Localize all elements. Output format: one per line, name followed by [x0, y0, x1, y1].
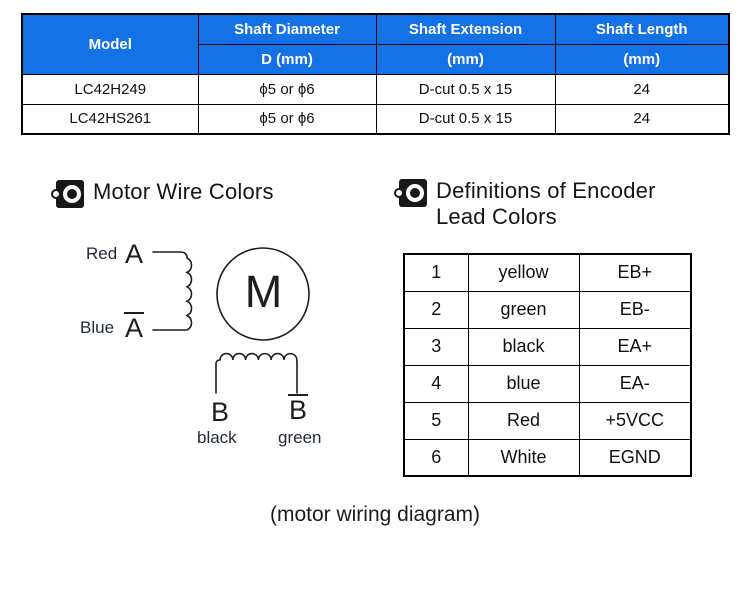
spec-col-shaft-extension: Shaft Extension — [375, 13, 556, 45]
spec-subcol-extension-unit: (mm) — [375, 43, 556, 75]
encoder-signal: EGND — [578, 438, 692, 477]
encoder-pin: 5 — [403, 401, 469, 440]
phase-a-bar-terminal-label: A — [124, 312, 145, 343]
encoder-table-row: 3 black EA+ — [403, 327, 692, 366]
spec-subcol-diameter-unit: D (mm) — [197, 43, 377, 75]
encoder-title-line2: Lead Colors — [436, 204, 557, 229]
motor-wire-colors-title: Motor Wire Colors — [93, 179, 274, 204]
phase-a-coil-path — [152, 251, 193, 331]
encoder-wire-color: blue — [467, 364, 580, 403]
spec-col-shaft-diameter: Shaft Diameter — [197, 13, 377, 45]
spec-subcol-length-unit: (mm) — [554, 43, 730, 75]
encoder-wire-color: green — [467, 290, 580, 329]
encoder-pin: 6 — [403, 438, 469, 477]
encoder-signal: EA- — [578, 364, 692, 403]
encoder-pin: 1 — [403, 253, 469, 292]
encoder-pin: 3 — [403, 327, 469, 366]
spec-col-model: Model — [21, 13, 199, 75]
spec-col-shaft-length: Shaft Length — [554, 13, 730, 45]
bullseye-icon — [394, 179, 427, 207]
phase-a-bar-wire-color-label: Blue — [80, 318, 115, 337]
encoder-signal: EA+ — [578, 327, 692, 366]
spec-cell-extension: D-cut 0.5 x 15 — [375, 73, 556, 105]
spec-cell-diameter: ϕ5 or ϕ6 — [197, 73, 377, 105]
spec-cell-diameter: ϕ5 or ϕ6 — [197, 103, 377, 135]
shaft-spec-table: Model Shaft Diameter Shaft Extension Sha… — [21, 13, 730, 135]
phase-a-wire-color-label: Red — [86, 244, 118, 263]
spec-header-row-2: D (mm) (mm) (mm) — [22, 43, 730, 75]
spec-cell-length: 24 — [554, 103, 730, 135]
encoder-table-row: 5 Red +5VCC — [403, 401, 692, 440]
spec-cell-model: LC42HS261 — [21, 103, 199, 135]
encoder-lead-colors-heading: Definitions of Encoder Lead Colors — [394, 178, 656, 230]
encoder-signal: EB+ — [578, 253, 692, 292]
spec-table-row: LC42H249 ϕ5 or ϕ6 D-cut 0.5 x 15 24 — [21, 73, 730, 105]
encoder-pin: 2 — [403, 290, 469, 329]
encoder-lead-table: 1 yellow EB+ 2 green EB- 3 black EA+ 4 b… — [403, 253, 692, 477]
phase-b-bar-wire-color-label: green — [278, 428, 322, 447]
encoder-table-row: 2 green EB- — [403, 290, 692, 329]
spec-table-row: LC42HS261 ϕ5 or ϕ6 D-cut 0.5 x 15 24 — [21, 103, 730, 135]
phase-b-terminal-label: B — [211, 397, 230, 427]
encoder-wire-color: White — [467, 438, 580, 477]
encoder-wire-color: yellow — [467, 253, 580, 292]
encoder-lead-colors-title: Definitions of Encoder Lead Colors — [436, 178, 656, 230]
phase-b-wire-color-label: black — [197, 428, 237, 447]
spec-cell-length: 24 — [554, 73, 730, 105]
encoder-table-row: 4 blue EA- — [403, 364, 692, 403]
motor-symbol-label: M — [244, 266, 283, 317]
diagram-caption: (motor wiring diagram) — [269, 503, 481, 526]
spec-cell-model: LC42H249 — [21, 73, 199, 105]
phase-b-coil-path — [215, 352, 298, 394]
phase-a-terminal-label: A — [125, 239, 144, 269]
encoder-signal: +5VCC — [578, 401, 692, 440]
encoder-table-row: 6 White EGND — [403, 438, 692, 477]
encoder-wire-color: Red — [467, 401, 580, 440]
phase-b-bar-terminal-label: B — [288, 394, 309, 425]
motor-wire-colors-heading: Motor Wire Colors — [51, 179, 274, 208]
spec-header-row-1: Model Shaft Diameter Shaft Extension Sha… — [21, 13, 730, 75]
encoder-signal: EB- — [578, 290, 692, 329]
encoder-wire-color: black — [467, 327, 580, 366]
encoder-table-row: 1 yellow EB+ — [403, 253, 692, 292]
spec-cell-extension: D-cut 0.5 x 15 — [375, 103, 556, 135]
bullseye-icon — [51, 180, 84, 208]
encoder-title-line1: Definitions of Encoder — [436, 178, 656, 203]
encoder-pin: 4 — [403, 364, 469, 403]
